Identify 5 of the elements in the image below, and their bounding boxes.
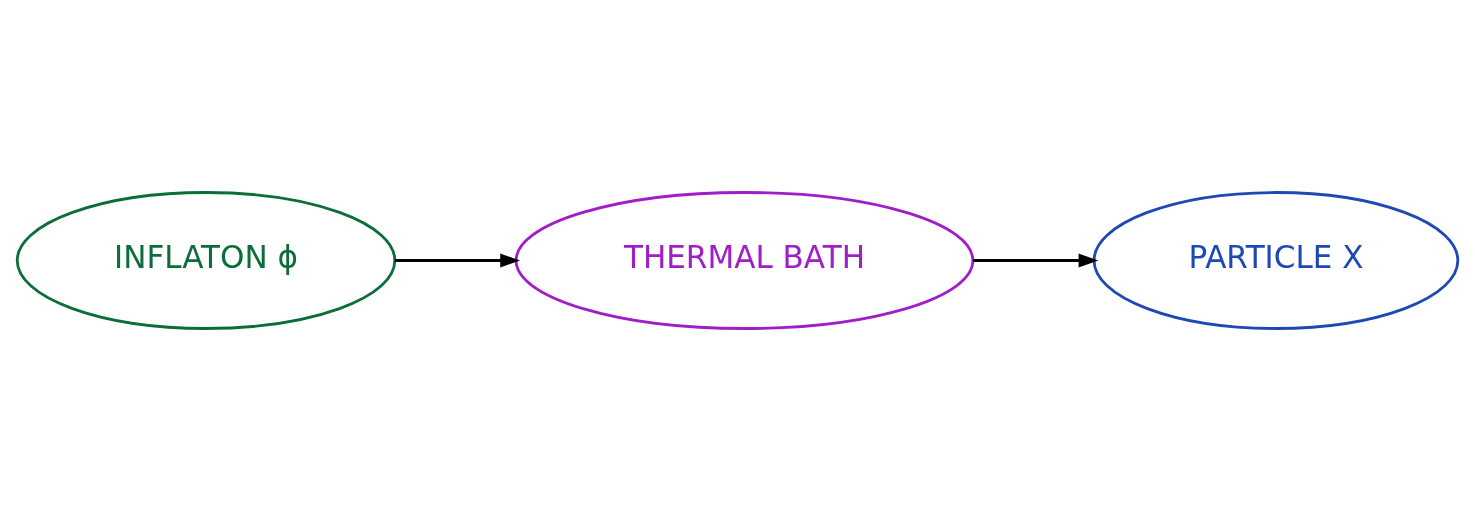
node-ellipse: PARTICLE X <box>1092 190 1460 330</box>
arrow <box>394 253 521 267</box>
node-ellipse: THERMAL BATH <box>514 190 975 330</box>
node-ellipse: INFLATON ϕ <box>15 190 397 330</box>
arrow <box>973 253 1099 267</box>
